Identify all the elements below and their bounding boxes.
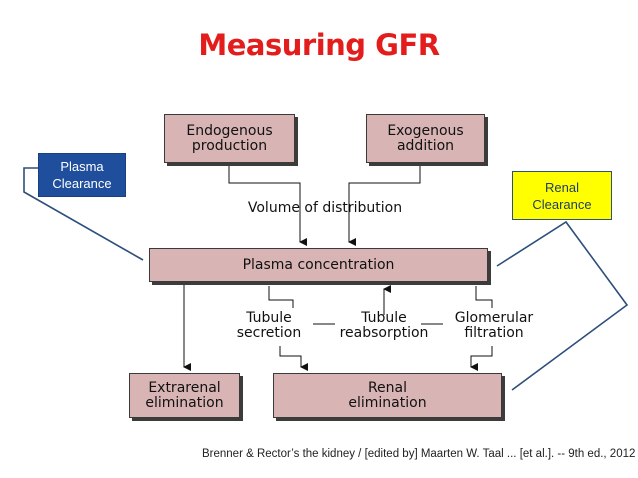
extrarenal-elimination-box: Extrarenal elimination <box>129 373 240 418</box>
tubule-secretion-down-line <box>279 346 308 371</box>
plasma-concentration-label: Plasma concentration <box>242 256 395 273</box>
glomerular-filtration-line <box>475 286 493 308</box>
tubule-reabsorption-label: Tubule reabsorption <box>339 310 429 341</box>
plasma-clearance-connector <box>23 167 144 261</box>
renal-clearance-callout: Renal Clearance <box>512 171 612 220</box>
exogenous-addition-label: Exogenous addition <box>387 122 464 154</box>
plasma-clearance-label: Plasma Clearance <box>52 159 112 191</box>
tubule-secretion-label: Tubule secretion <box>236 310 302 341</box>
endogenous-production-label: Endogenous production <box>186 122 273 154</box>
volume-of-distribution-label: Volume of distribution <box>247 200 403 216</box>
endogenous-production-box: Endogenous production <box>164 114 295 163</box>
glomerular-filtration-down-line <box>470 346 493 371</box>
glomerular-filtration-label: Glomerular filtration <box>454 310 534 341</box>
tubule-secretion-line <box>268 286 294 308</box>
citation: Brenner & Rector’s the kidney / [edited … <box>202 448 636 460</box>
plasma-clearance-callout: Plasma Clearance <box>38 153 126 197</box>
renal-elimination-label: Renal elimination <box>348 379 427 411</box>
exogenous-flow-line <box>348 164 421 246</box>
slide-title: Measuring GFR <box>198 28 440 62</box>
endogenous-flow-line <box>228 164 307 246</box>
extrarenal-elimination-label: Extrarenal elimination <box>145 379 224 411</box>
renal-clearance-label: Renal Clearance <box>532 179 592 212</box>
renal-elimination-box: Renal elimination <box>273 373 502 418</box>
renal-clearance-connector <box>496 220 629 391</box>
exogenous-addition-box: Exogenous addition <box>366 114 485 163</box>
plasma-concentration-box: Plasma concentration <box>149 248 488 282</box>
